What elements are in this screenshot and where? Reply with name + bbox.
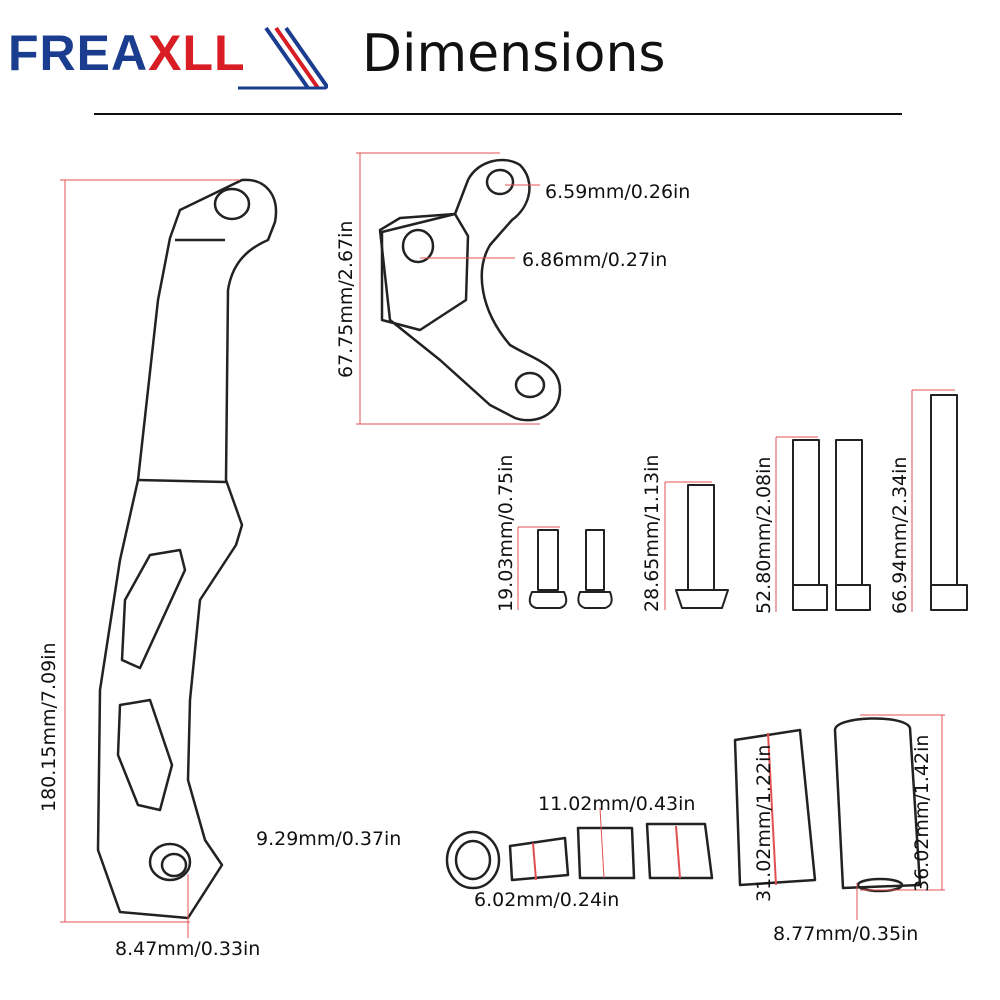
bracket-slot-upper	[120, 548, 187, 670]
long-bracket	[96, 178, 278, 920]
brand-logo: FREAXLL	[8, 20, 328, 95]
label-mount-top-hole: 6.59mm/0.26in	[545, 181, 690, 203]
label-bolt-1: 19.03mm/0.75in	[495, 455, 517, 612]
spacer-tall-1	[733, 728, 817, 887]
bolt-52mm-b	[835, 439, 871, 611]
label-bracket-bottom-hole: 8.47mm/0.33in	[115, 938, 260, 960]
title-divider	[94, 113, 902, 115]
label-spacer-tall-1: 31.02mm/1.22in	[753, 745, 775, 902]
bracket-hole-bottom	[148, 842, 192, 882]
bracket-slot-lower	[116, 698, 174, 812]
spacer-medium-b	[645, 822, 714, 880]
label-bracket-length: 180.15mm/7.09in	[38, 642, 60, 812]
label-mount-mid-hole: 6.86mm/0.27in	[522, 249, 667, 271]
bolt-19mm	[528, 529, 568, 609]
spacer-tall-2	[833, 717, 922, 890]
mount-bracket	[378, 158, 562, 422]
page-title: Dimensions	[362, 24, 666, 84]
brand-name: FREAXLL	[8, 25, 246, 81]
label-spacer-tall-hole: 8.77mm/0.35in	[773, 923, 918, 945]
bolt-28mm	[675, 484, 729, 609]
mount-hole-bottom	[514, 371, 546, 399]
mount-hole-mid	[401, 228, 435, 264]
mount-hole-top	[485, 168, 515, 196]
label-spacer-medium: 11.02mm/0.43in	[538, 793, 695, 815]
label-spacer-small: 6.02mm/0.24in	[474, 889, 619, 911]
bracket-hole-top	[213, 187, 251, 221]
label-bolt-3: 52.80mm/2.08in	[753, 457, 775, 614]
bolt-66mm	[930, 394, 968, 611]
bolt-19mm-b	[577, 529, 613, 609]
spacer-medium	[576, 826, 636, 880]
label-mount-height: 67.75mm/2.67in	[335, 221, 357, 378]
bolt-52mm	[792, 439, 828, 611]
label-bolt-2: 28.65mm/1.13in	[641, 455, 663, 612]
washer	[445, 830, 501, 890]
label-bolt-4: 66.94mm/2.34in	[889, 457, 911, 614]
label-washer: 9.29mm/0.37in	[256, 828, 401, 850]
logo-stripes	[238, 26, 328, 90]
label-spacer-tall-2: 36.02mm/1.42in	[911, 735, 933, 892]
spacer-small	[508, 836, 570, 882]
